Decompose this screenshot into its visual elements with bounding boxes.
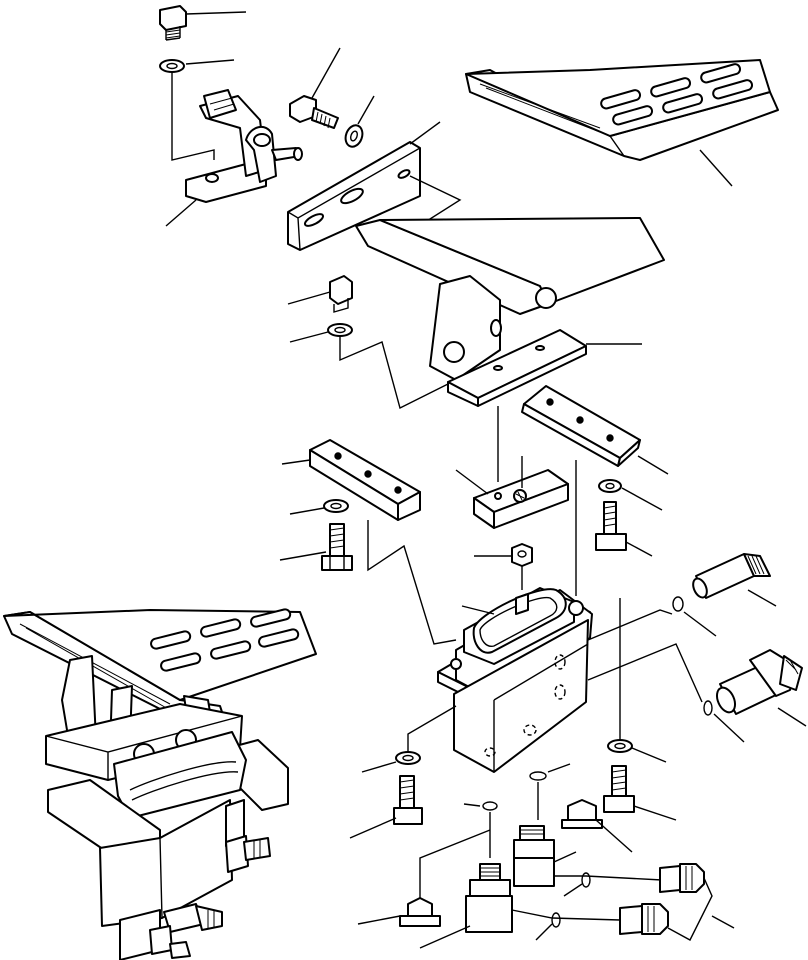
assembly-line (587, 643, 703, 703)
leader-line (185, 11, 247, 15)
o-ring-fitting-right (581, 872, 591, 888)
o-ring-right-upper (672, 596, 684, 612)
pedal-bracket (185, 89, 303, 203)
assembly-line (339, 336, 449, 410)
washer-mid-left (327, 323, 353, 337)
leader-line (287, 291, 331, 305)
leader-line (699, 149, 733, 187)
pedal-arm (355, 217, 665, 381)
o-ring-bottom-left (482, 801, 498, 811)
assembly-line (407, 705, 457, 752)
valve-body (437, 587, 593, 773)
assembly-line (511, 909, 621, 921)
leader-line (185, 59, 235, 65)
washer-center-top (344, 124, 364, 148)
leader-line (713, 713, 745, 743)
mounting-plate-lower (447, 329, 587, 407)
leader-line (553, 851, 577, 863)
leader-line (547, 763, 571, 773)
leader-line (637, 455, 669, 475)
leader-line (281, 459, 311, 465)
leader-line (631, 747, 667, 763)
leader-line (595, 819, 633, 853)
leader-line (563, 883, 583, 897)
leader-line (633, 805, 677, 821)
bolt-lower-left (393, 775, 423, 825)
leader-line (461, 605, 495, 615)
leader-line (361, 761, 397, 773)
assembly-line (587, 609, 673, 641)
spacer-block-left (309, 439, 421, 521)
bolt-top-left (159, 5, 187, 41)
leader-line (357, 95, 375, 125)
fitting-bottom-center (513, 825, 555, 887)
fitting-right-connector-upper (659, 863, 705, 893)
mounting-plate (287, 141, 421, 251)
leader-line (683, 611, 717, 637)
bolt-mid-left (329, 275, 353, 313)
leader-line (311, 47, 341, 99)
spacer-block-right (521, 385, 641, 467)
o-ring-fitting-lower (551, 912, 561, 928)
leader-line (667, 877, 713, 941)
leader-line (711, 915, 735, 929)
bolt-lower-right (603, 765, 635, 813)
leader-line (419, 925, 471, 949)
fitting-bottom-left (465, 863, 513, 933)
pedal-top-right (465, 59, 779, 161)
spacer-block-center (473, 469, 569, 529)
assembly-line (367, 520, 457, 645)
leader-line (409, 121, 441, 145)
bolt-left (321, 523, 353, 571)
leader-line (463, 803, 481, 807)
nut (511, 543, 533, 567)
leader-line (535, 923, 553, 941)
plug-right (561, 799, 603, 829)
washer-left (323, 499, 349, 513)
o-ring-bottom-center (529, 771, 547, 781)
leader-line (777, 707, 807, 727)
leader-line (357, 915, 401, 925)
fitting-right-upper (692, 553, 771, 599)
leader-line (165, 199, 197, 227)
fitting-right-connector-lower (619, 903, 669, 935)
washer-lower-right (607, 739, 633, 753)
leader-line (747, 589, 777, 607)
leader-line (349, 817, 397, 839)
assembly-line (171, 72, 215, 161)
assembly-line (554, 875, 663, 881)
assembly-line (419, 829, 491, 898)
bolt-center-top (289, 95, 339, 129)
washer-right (598, 479, 622, 493)
leader-line (279, 551, 327, 561)
leader-line (289, 331, 329, 343)
leader-line (625, 541, 653, 557)
o-ring-right-lower (703, 700, 713, 716)
leader-line (455, 469, 489, 495)
washer-lower-left (395, 751, 421, 765)
leader-line (289, 507, 325, 515)
leader-line (621, 487, 663, 511)
assembled-pedal-valve (3, 608, 317, 960)
elbow-fitting (715, 649, 803, 715)
bolt-right (595, 501, 627, 551)
plug-left (399, 897, 441, 927)
washer-top-left (159, 59, 185, 73)
